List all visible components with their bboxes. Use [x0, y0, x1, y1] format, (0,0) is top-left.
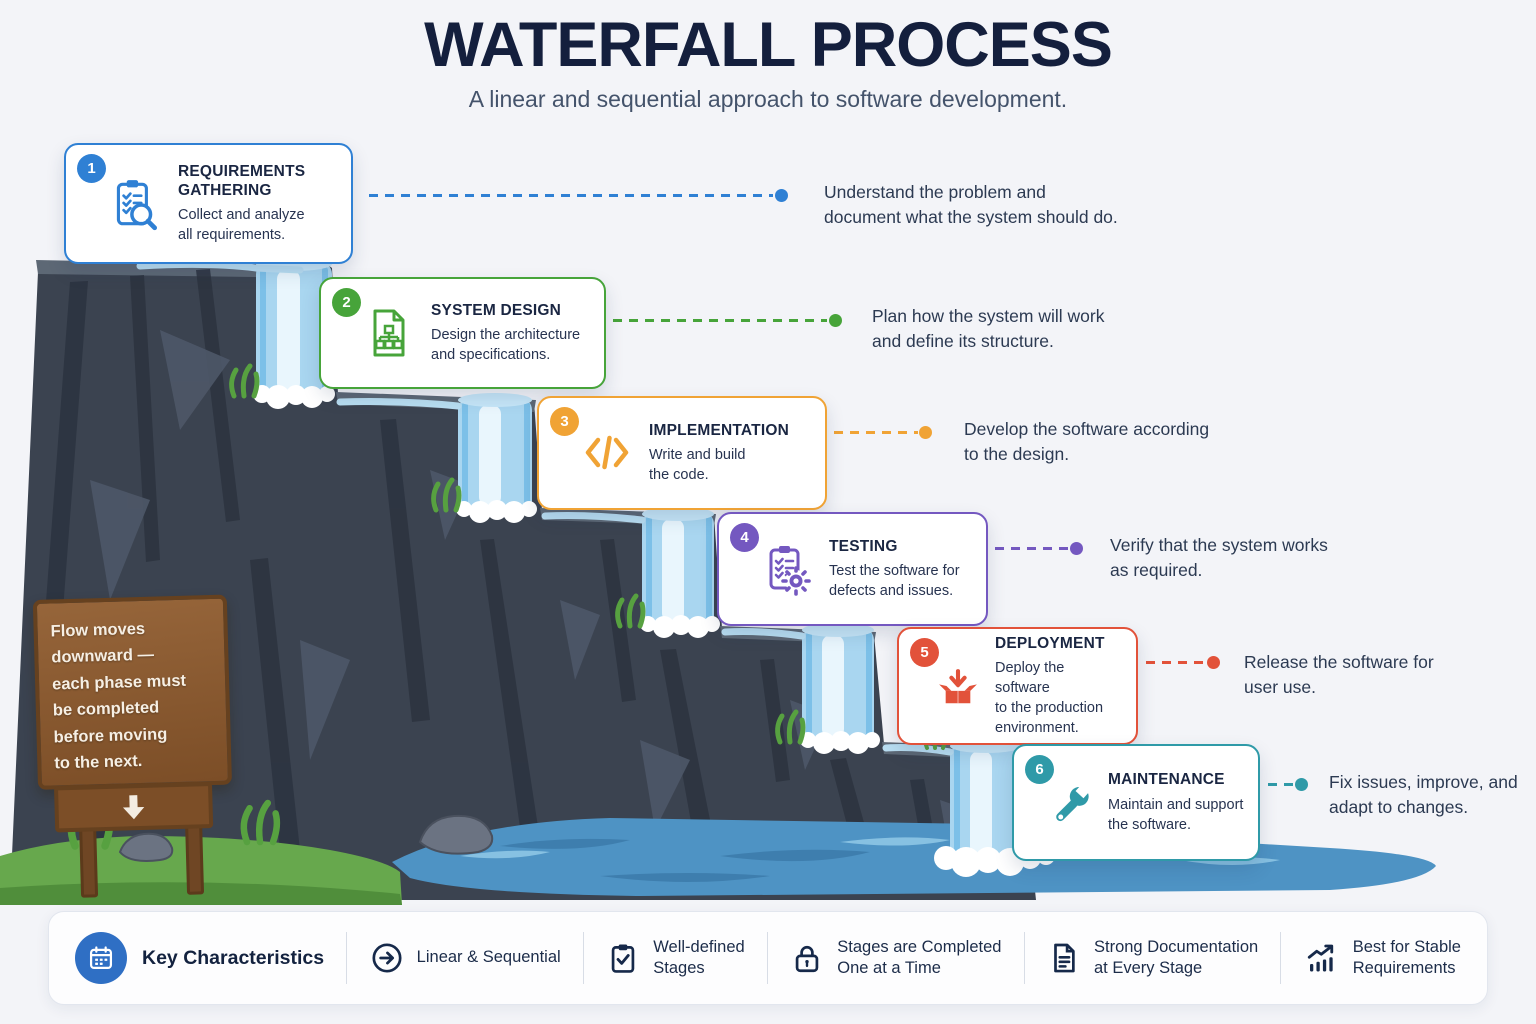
- stage-connector-dot: [829, 314, 842, 327]
- stage-connector: [613, 319, 827, 322]
- stage-description: Design the architecture and specificatio…: [431, 327, 581, 364]
- stage-card-system-design: 2 SYSTEM DESIGN Design the architecture …: [319, 277, 606, 389]
- stage-number-badge: 5: [910, 638, 939, 667]
- arrow-right-circle-icon: [372, 943, 402, 973]
- stage-connector: [995, 547, 1069, 550]
- stage-description: Deploy the software to the production en…: [995, 660, 1104, 737]
- stage-card-deployment: 5 DEPLOYMENT Deploy the software to the …: [897, 627, 1138, 745]
- characteristic-label: Strong Documentation at Every Stage: [1094, 937, 1259, 977]
- divider: [766, 932, 768, 984]
- header: WATERFALL PROCESS A linear and sequentia…: [0, 12, 1536, 113]
- stage-title: TESTING: [829, 537, 898, 555]
- growth-chart-icon: [1307, 944, 1333, 972]
- stage-annotation: Plan how the system will work and define…: [872, 306, 1105, 351]
- characteristic-well-defined-stages: Well-defined Stages: [606, 937, 745, 980]
- divider: [346, 932, 348, 984]
- sign-plank: [54, 782, 214, 833]
- stage-number-badge: 4: [730, 523, 759, 552]
- architecture-document-icon: [373, 309, 405, 357]
- deploy-box-icon: [939, 669, 977, 704]
- stage-title: SYSTEM DESIGN: [431, 301, 562, 319]
- characteristic-label: Best for Stable Requirements: [1352, 937, 1461, 977]
- stage-title: REQUIREMENTS GATHERING: [178, 162, 306, 199]
- stage-number-badge: 2: [332, 288, 361, 317]
- stage-description: Maintain and support the software.: [1108, 796, 1244, 833]
- down-arrow-icon: [122, 795, 145, 820]
- page-title: WATERFALL PROCESS: [424, 10, 1113, 80]
- stage-connector: [369, 194, 773, 197]
- stage-connector-dot: [1295, 778, 1308, 791]
- stage-annotation: Verify that the system works as required…: [1110, 535, 1328, 580]
- characteristic-linear-sequential: Linear & Sequential: [370, 941, 561, 975]
- stage-number-badge: 6: [1025, 755, 1054, 784]
- stage-card-implementation: 3 IMPLEMENTATION Write and build the cod…: [537, 396, 827, 510]
- clipboard-magnifier-icon: [116, 179, 158, 230]
- stage-connector: [1268, 783, 1294, 786]
- stage-annotation: Fix issues, improve, and adapt to change…: [1329, 772, 1518, 817]
- stage-number-badge: 1: [77, 154, 106, 183]
- characteristic-label: Stages are Completed One at a Time: [837, 937, 1002, 977]
- key-characteristics-title: Key Characteristics: [142, 946, 325, 969]
- clipboard-gear-icon: [769, 546, 811, 596]
- characteristic-stages-completed-one-at-a-time: Stages are Completed One at a Time: [790, 937, 1001, 980]
- divider: [1280, 932, 1282, 984]
- code-brackets-icon: [585, 435, 629, 470]
- divider: [582, 932, 584, 984]
- document-icon: [1054, 943, 1075, 973]
- stage-description: Collect and analyze all requirements.: [178, 207, 305, 244]
- key-characteristics-heading: Key Characteristics: [75, 932, 324, 984]
- stage-description: Test the software for defects and issues…: [829, 563, 960, 600]
- stage-annotation: Develop the software according to the de…: [964, 419, 1210, 464]
- characteristic-strong-documentation: Strong Documentation at Every Stage: [1047, 937, 1258, 980]
- stage-number-badge: 3: [550, 407, 579, 436]
- key-characteristics-bar: Key Characteristics Linear & Sequential …: [48, 911, 1488, 1005]
- stage-card-maintenance: 6 MAINTENANCE Maintain and support the s…: [1012, 744, 1260, 861]
- stage-connector-dot: [919, 426, 932, 439]
- divider: [1023, 932, 1025, 984]
- stage-connector-dot: [1207, 656, 1220, 669]
- stage-title: DEPLOYMENT: [995, 634, 1105, 652]
- wooden-sign: Flow moves downward — each phase must be…: [32, 594, 249, 899]
- stage-annotation: Understand the problem and document what…: [824, 182, 1118, 227]
- stage-connector-dot: [775, 189, 788, 202]
- stage-annotation: Release the software for user use.: [1244, 652, 1434, 697]
- lock-icon: [795, 945, 819, 973]
- calendar-icon: [75, 932, 127, 984]
- stage-title: IMPLEMENTATION: [649, 421, 789, 439]
- stage-connector: [834, 431, 918, 434]
- stage-description: Write and build the code.: [649, 447, 746, 484]
- sign-text: Flow moves downward — each phase must be…: [50, 619, 187, 773]
- sign-board: Flow moves downward — each phase must be…: [32, 594, 233, 791]
- stage-connector-dot: [1070, 542, 1083, 555]
- clipboard-check-icon: [612, 944, 635, 973]
- characteristic-label: Well-defined Stages: [653, 937, 745, 977]
- characteristic-label: Linear & Sequential: [416, 948, 561, 967]
- stage-card-requirements-gathering: 1 REQUIREMENTS GATHERING Collect and ana…: [64, 143, 353, 264]
- page-subtitle: A linear and sequential approach to soft…: [468, 86, 1068, 113]
- wrench-icon: [1056, 783, 1090, 821]
- characteristic-best-for-stable-requirements: Best for Stable Requirements: [1304, 937, 1461, 980]
- stage-title: MAINTENANCE: [1108, 771, 1225, 789]
- stage-card-testing: 4 TESTING Test the software for defects …: [717, 512, 988, 626]
- stage-connector: [1146, 661, 1206, 664]
